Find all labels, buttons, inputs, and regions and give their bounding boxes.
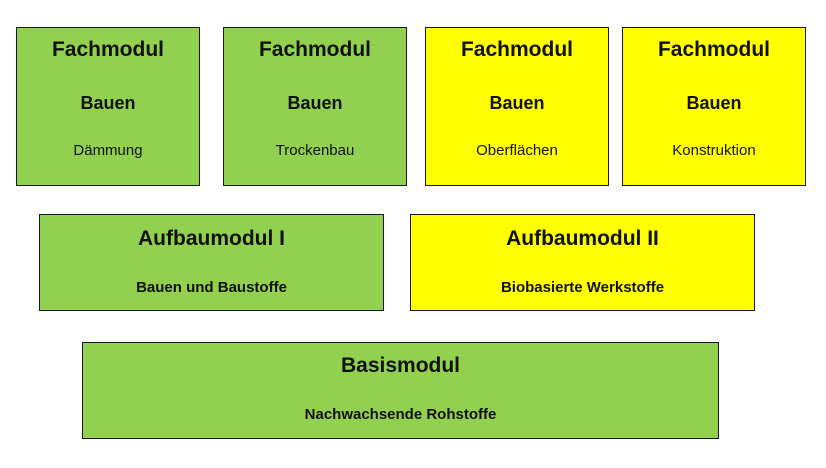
fachmodul-daemmung-box: Fachmodul Bauen Dämmung [16,27,200,186]
aufbaumodul-topic: Bauen und Baustoffe [136,279,287,296]
fachmodul-topic: Oberflächen [476,142,558,159]
fachmodul-trockenbau-box: Fachmodul Bauen Trockenbau [223,27,407,186]
basismodul-title: Basismodul [340,354,461,377]
aufbaumodul-2-box: Aufbaumodul II Biobasierte Werkstoffe [410,214,755,311]
basismodul-topic: Nachwachsende Rohstoffe [304,406,497,423]
aufbaumodul-title: Aufbaumodul II [506,227,659,250]
fachmodul-topic: Dämmung [73,142,143,159]
aufbaumodul-1-box: Aufbaumodul I Bauen und Baustoffe [39,214,384,311]
basismodul-box: Basismodul Nachwachsende Rohstoffe [82,342,719,439]
fachmodul-title: Fachmodul [258,38,371,61]
fachmodul-subtitle: Bauen [80,93,136,113]
fachmodul-konstruktion-box: Fachmodul Bauen Konstruktion [622,27,806,186]
fachmodul-topic: Konstruktion [672,142,756,159]
aufbaumodul-title: Aufbaumodul I [138,227,285,250]
fachmodul-subtitle: Bauen [489,93,545,113]
fachmodul-title: Fachmodul [657,38,770,61]
aufbaumodul-topic: Biobasierte Werkstoffe [500,279,665,296]
fachmodul-topic: Trockenbau [275,142,355,159]
fachmodul-title: Fachmodul [51,38,164,61]
fachmodul-oberflaechen-box: Fachmodul Bauen Oberflächen [425,27,609,186]
fachmodul-subtitle: Bauen [287,93,343,113]
fachmodul-title: Fachmodul [460,38,573,61]
fachmodul-subtitle: Bauen [686,93,742,113]
